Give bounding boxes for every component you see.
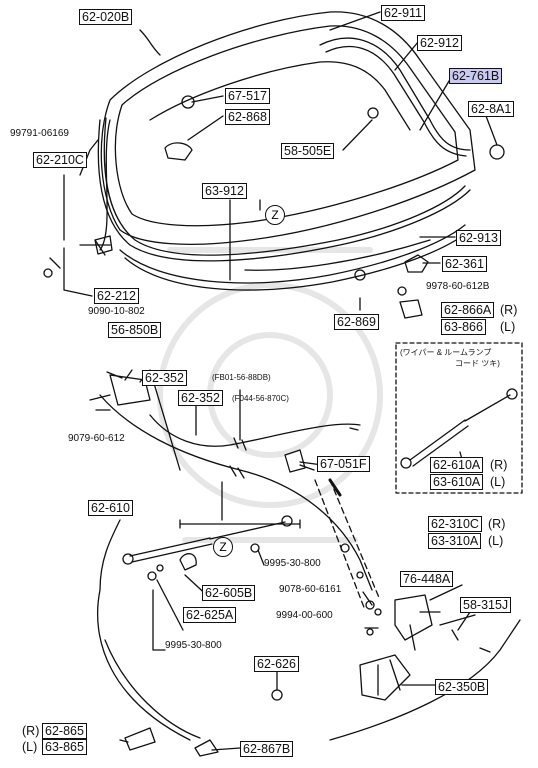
note-wiper-1: (ワイパー & ルームランプ — [400, 348, 492, 357]
label-67-517: 67-517 — [225, 88, 270, 104]
label-62-610: 62-610 — [88, 500, 133, 516]
label-62-867B: 62-867B — [240, 741, 294, 757]
bolt-9978-60-612B: 9978-60-612B — [426, 281, 490, 292]
label-62-625A: 62-625A — [183, 607, 237, 623]
label-62-761B: 62-761B — [449, 68, 503, 84]
label-62-911: 62-911 — [381, 5, 425, 21]
marker-l-866: (L) — [500, 320, 516, 334]
marker-l-610: (L) — [490, 475, 506, 489]
label-58-315J: 58-315J — [460, 597, 512, 613]
note-fb01: (FB01-56-88DB) — [212, 373, 271, 382]
label-62-626: 62-626 — [254, 656, 299, 672]
strut-right — [400, 388, 518, 469]
label-62-310C: 62-310C — [428, 516, 482, 532]
label-62-866A: 62-866A — [441, 302, 495, 318]
label-62-8A1: 62-8A1 — [468, 101, 515, 117]
marker-r-866: (R) — [500, 303, 518, 317]
bolt-9078-60-6161: 9078-60-6161 — [279, 584, 342, 595]
strut-box — [395, 342, 523, 494]
note-f044: (F044-56-870C) — [232, 394, 289, 403]
label-63-865: 63-865 — [42, 739, 87, 755]
label-62-020B: 62-020B — [79, 9, 133, 25]
label-63-610A: 63-610A — [430, 474, 484, 490]
marker-r-610: (R) — [490, 458, 508, 472]
label-67-051F: 67-051F — [317, 456, 370, 472]
bolt-9994-00-600: 9994-00-600 — [276, 610, 333, 621]
marker-r-865: (R) — [22, 724, 40, 738]
bolt-99791-06169: 99791-06169 — [10, 128, 69, 139]
marker-z-bottom: Z — [213, 537, 233, 557]
label-62-912: 62-912 — [417, 35, 462, 51]
strut-left — [122, 515, 301, 565]
bolt-9079-60-612: 9079-60-612 — [68, 433, 125, 444]
label-58-505E: 58-505E — [281, 143, 335, 159]
lid-panel — [100, 11, 476, 245]
bolt-9090-10-802: 9090-10-802 — [88, 306, 145, 317]
label-62-913: 62-913 — [456, 230, 501, 246]
label-62-865: 62-865 — [42, 723, 87, 739]
label-62-352-b: 62-352 — [178, 390, 223, 406]
bolt-9995-30-800-a: 9995-30-800 — [264, 558, 321, 569]
label-62-610A: 62-610A — [430, 457, 484, 473]
marker-l-310: (L) — [488, 534, 504, 548]
label-76-448A: 76-448A — [400, 571, 454, 587]
label-63-310A: 63-310A — [428, 533, 482, 549]
bolt-9995-30-800-b: 9995-30-800 — [165, 640, 222, 651]
weatherstrip — [97, 37, 471, 291]
label-63-866: 63-866 — [441, 319, 486, 335]
label-62-352-a: 62-352 — [142, 370, 187, 386]
lower-lid — [97, 519, 521, 741]
marker-r-310: (R) — [488, 517, 506, 531]
label-63-912: 63-912 — [202, 183, 247, 199]
label-62-212: 62-212 — [94, 288, 139, 304]
label-62-350B: 62-350B — [435, 679, 489, 695]
label-62-605B: 62-605B — [202, 585, 256, 601]
label-62-210C: 62-210C — [33, 152, 87, 168]
label-56-850B: 56-850B — [108, 322, 162, 338]
watermark — [157, 247, 383, 543]
note-wiper-2: コード ツキ) — [455, 359, 500, 368]
marker-l-865: (L) — [22, 740, 38, 754]
label-62-868: 62-868 — [225, 109, 270, 125]
label-62-869: 62-869 — [334, 314, 379, 330]
marker-z-top: Z — [265, 205, 285, 225]
label-62-361: 62-361 — [442, 256, 487, 272]
opener-cable — [89, 369, 373, 591]
